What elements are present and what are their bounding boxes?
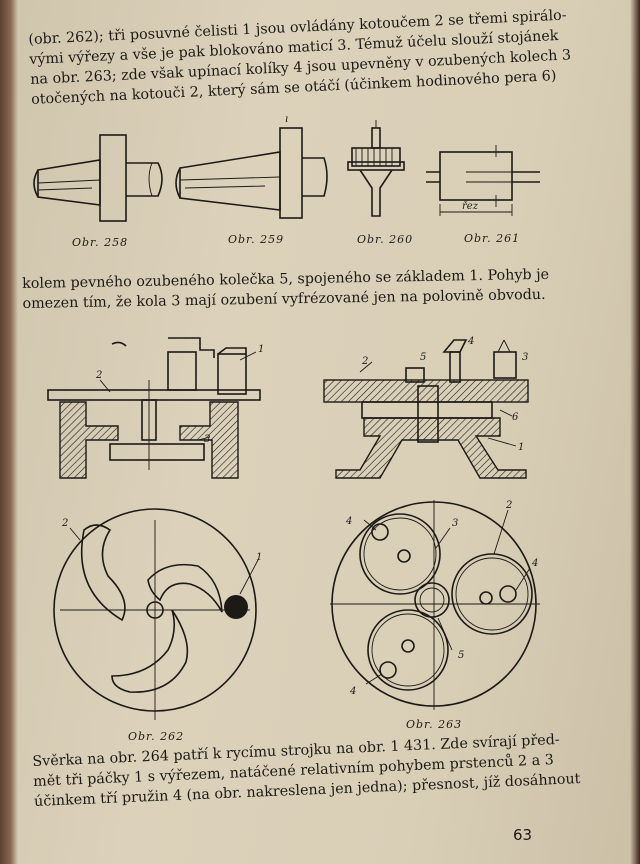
label-3: 3	[204, 434, 210, 445]
label-4-263: 4	[467, 336, 474, 347]
label-2-plan: 2	[61, 518, 68, 529]
figure-261-section: řez	[426, 145, 540, 216]
label-4-plan-b: 4	[531, 558, 538, 569]
figure-262-plan	[53, 508, 259, 720]
figure-263-section	[323, 339, 529, 479]
figure-263-plan	[330, 500, 540, 710]
figure-259-collet: ı	[175, 114, 328, 219]
caption-fig260: Obr. 260	[357, 233, 414, 246]
fig259-mark: ı	[285, 114, 288, 125]
caption-fig262: Obr. 262	[128, 730, 185, 743]
caption-fig258: Obr. 258	[72, 236, 129, 249]
label-4-plan-a: 4	[345, 516, 352, 527]
label-2-plan-263: 2	[505, 500, 512, 511]
caption-fig261: Obr. 261	[464, 232, 521, 245]
label-3-263: 3	[522, 352, 528, 363]
figure-262-section	[47, 337, 261, 479]
label-4-plan-c: 4	[349, 686, 356, 697]
label-1-plan: 1	[256, 552, 262, 563]
label-5-263: 5	[420, 352, 426, 363]
caption-fig259: Obr. 259	[228, 233, 285, 246]
label-6-263: 6	[512, 412, 519, 423]
label-3-plan: 3	[452, 518, 458, 529]
label-1-263: 1	[518, 442, 524, 453]
label-1: 1	[258, 344, 264, 355]
rez-label: řez	[462, 201, 479, 212]
label-5-plan: 5	[458, 650, 464, 661]
label-2-263: 2	[361, 356, 368, 367]
caption-fig263: Obr. 263	[406, 718, 463, 731]
label-2: 2	[95, 370, 102, 381]
page-number: 63	[513, 826, 533, 844]
figure-260-tool	[347, 120, 405, 217]
figure-258-collet	[33, 134, 163, 222]
